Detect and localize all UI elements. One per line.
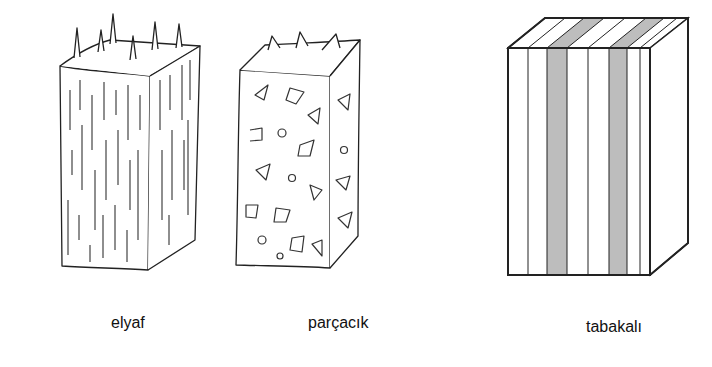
laminate-block (508, 18, 688, 275)
fiber-block (60, 14, 200, 270)
material-label: elyaf (111, 314, 145, 332)
particle-block (236, 32, 360, 268)
material-label: tabakalı (586, 318, 642, 336)
material-label: parçacık (308, 314, 368, 332)
